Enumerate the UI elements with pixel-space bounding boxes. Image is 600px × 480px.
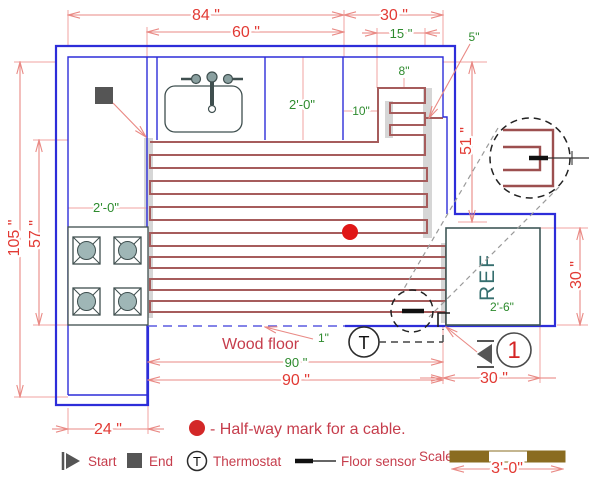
faucet-head (206, 71, 218, 83)
svg-text:8": 8" (399, 64, 410, 78)
thermostat-symbol: T (348, 312, 450, 358)
sensor-conduit-bracket (437, 312, 450, 327)
svg-text:2'-0": 2'-0" (93, 200, 119, 215)
detail-view-magnified (401, 117, 589, 318)
burner (113, 236, 142, 265)
svg-text:90 ": 90 " (282, 372, 310, 389)
start-triangle-icon (477, 344, 492, 364)
legend-floor-sensor: Floor sensor (295, 454, 417, 469)
half-way-dot-icon (189, 420, 205, 436)
dimension-right-51: 51 " (456, 62, 477, 222)
start-icon (66, 453, 80, 469)
sink-basin (164, 85, 243, 133)
thermostat-legend-icon (186, 450, 208, 472)
svg-text:Start: Start (88, 454, 117, 469)
dimension-top-30: 30 " (344, 5, 443, 26)
callout-circle (496, 332, 532, 368)
end-square-icon (95, 87, 113, 104)
dimension-bottom-30: 30 " (420, 368, 556, 389)
dimension-bottom-24: 24 " (52, 419, 164, 440)
svg-text:- Half-way mark for a cable.: - Half-way mark for a cable. (210, 421, 406, 438)
svg-text:30 ": 30 " (380, 7, 408, 24)
svg-text:T: T (193, 454, 201, 469)
svg-text:10": 10" (352, 104, 370, 118)
svg-text:Wood floor: Wood floor (222, 336, 300, 353)
right-upper-connector-band (423, 88, 432, 238)
legend-scale: Scale 3'-0" (419, 449, 566, 479)
sink-drain (207, 104, 217, 114)
svg-text:5": 5" (469, 30, 480, 44)
svg-text:105 ": 105 " (6, 220, 23, 257)
svg-text:2'-0": 2'-0" (289, 97, 315, 112)
legend-end: End (127, 453, 173, 469)
faucet-handle-left (190, 73, 202, 85)
svg-text:15 ": 15 " (390, 26, 413, 41)
sink (164, 71, 243, 133)
svg-text:Scale: Scale (419, 449, 453, 464)
burner (72, 236, 101, 265)
dimension-bottom-90-green: 90 " (148, 353, 443, 372)
inner-wall (67, 56, 448, 395)
dimension-niche-5: 5" (429, 28, 482, 118)
dimension-bottom-90-red: 90 " (148, 370, 443, 391)
cable-end-marker (95, 87, 146, 137)
svg-text:1": 1" (318, 331, 329, 345)
dimension-top-84: 84 " (68, 5, 344, 26)
serpentine-inner-band (385, 101, 393, 138)
refrigerator: REF (445, 227, 541, 326)
svg-text:Floor sensor: Floor sensor (341, 454, 417, 469)
legend-thermostat: T Thermostat (186, 450, 282, 472)
dimension-left-105: 105 " (4, 62, 25, 397)
legend: Start End T Thermostat Floor sensor Scal… (61, 449, 566, 479)
sensor-detail-source-circle (390, 289, 434, 333)
svg-text:30 ": 30 " (568, 261, 585, 289)
legend-start: Start (61, 452, 117, 470)
burner (113, 287, 142, 316)
half-way-note: - Half-way mark for a cable. (189, 420, 406, 438)
cable-serpentine-path (149, 87, 447, 325)
svg-text:51 ": 51 " (458, 127, 475, 155)
svg-text:57 ": 57 " (27, 220, 44, 248)
svg-text:1: 1 (507, 337, 520, 364)
svg-text:2'-6": 2'-6" (490, 300, 514, 314)
svg-text:3'-0": 3'-0" (491, 460, 523, 477)
faucet-handle-right (222, 73, 234, 85)
dimension-cable-8: 8" (396, 62, 411, 81)
end-icon (127, 453, 142, 468)
outer-wall (54, 44, 557, 407)
svg-text:84 ": 84 " (192, 7, 220, 24)
dimension-ref-2ft6: 2'-6" (488, 298, 516, 317)
dimension-counter-2ft-top: 2'-0" (287, 95, 318, 115)
detail-number-callout: 1 (496, 332, 532, 368)
dimension-left-57: 57 " (25, 140, 46, 325)
svg-text:End: End (149, 454, 173, 469)
svg-text:90 ": 90 " (285, 355, 308, 370)
svg-text:24 ": 24 " (94, 421, 122, 438)
svg-text:30 ": 30 " (480, 370, 508, 387)
dimension-top-60: 60 " (147, 22, 344, 43)
ref-label: REF (476, 253, 499, 301)
svg-text:Thermostat: Thermostat (213, 454, 282, 469)
stove (67, 226, 149, 326)
floor-sensor-location (390, 289, 434, 333)
dimension-top-15: 15 " (362, 24, 440, 43)
svg-text:60 ": 60 " (232, 24, 260, 41)
svg-text:T: T (359, 333, 370, 353)
dimension-cable-10: 10" (350, 102, 372, 121)
dimension-counter-2ft-left: 2'-0" (91, 198, 122, 218)
wood-floor-note: Wood floor 1" (220, 327, 331, 355)
ref-outline (445, 227, 541, 326)
cable-start-marker (446, 327, 494, 368)
half-way-dot (342, 224, 358, 240)
burner (72, 287, 101, 316)
dimension-right-30: 30 " (566, 228, 587, 325)
